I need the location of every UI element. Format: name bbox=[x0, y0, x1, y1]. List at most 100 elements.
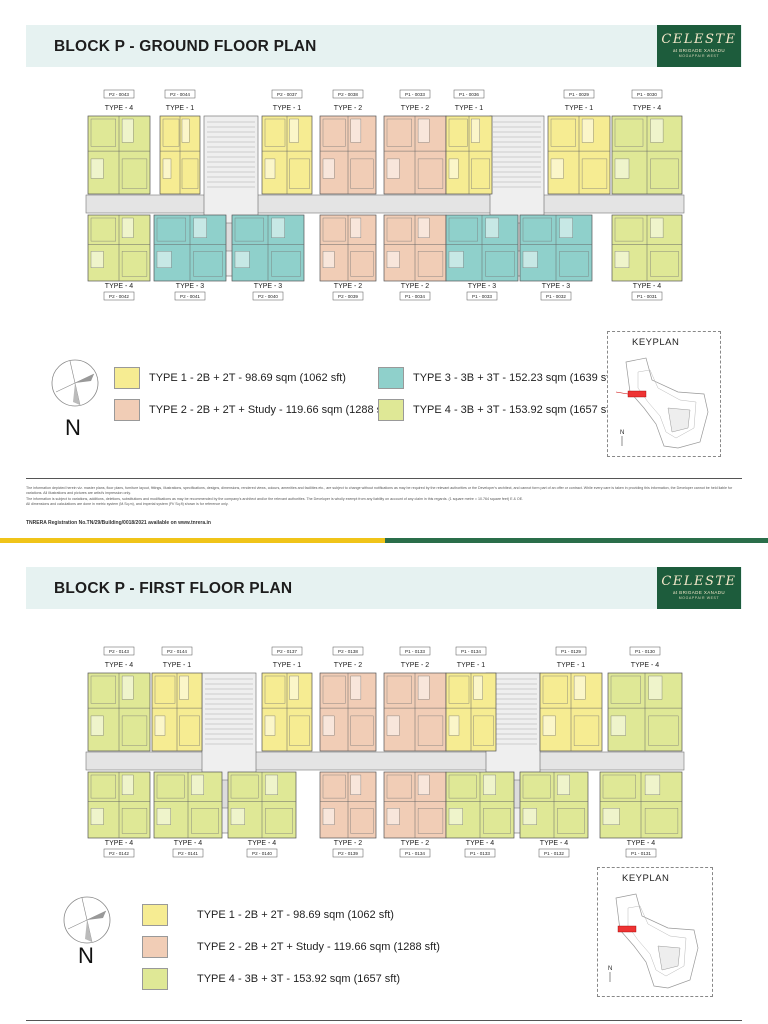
bottom-unit-1: P2 - 0042 TYPE - 4 bbox=[87, 214, 151, 301]
unit-id: P2 - 0037 bbox=[277, 92, 297, 97]
unit-id-box bbox=[246, 848, 278, 858]
legend-label: TYPE 3 - 3B + 3T - 152.23 sqm (1639 sft) bbox=[413, 372, 617, 384]
unit-id: P1 - 0132 bbox=[544, 851, 564, 856]
logo-tagline: MOGAPPAIR WEST bbox=[678, 54, 720, 58]
unit-id-box bbox=[399, 646, 431, 656]
unit-id: P1 - 0129 bbox=[561, 649, 581, 654]
disclaimer-line: The information is subject to variations… bbox=[26, 496, 524, 501]
logo-tagline: MOGAPPAIR WEST bbox=[678, 596, 720, 600]
legend-type1: TYPE 1 - 2B + 2T - 98.69 sqm (1062 sft) bbox=[114, 367, 346, 389]
unit-id-box bbox=[174, 291, 206, 301]
unit-type-label: TYPE - 2 bbox=[334, 283, 363, 290]
unit-id: P1 - 0029 bbox=[569, 92, 589, 97]
legend-swatch bbox=[142, 936, 168, 958]
header-band bbox=[26, 567, 742, 609]
unit-type-label: TYPE - 4 bbox=[627, 840, 656, 847]
unit-type-label: TYPE - 1 bbox=[565, 105, 594, 112]
keyplan-map: N bbox=[608, 893, 699, 989]
legend-label: TYPE 2 - 2B + 2T + Study - 119.66 sqm (1… bbox=[149, 404, 392, 416]
corridor bbox=[85, 751, 685, 771]
unit-type-label: TYPE - 4 bbox=[105, 283, 134, 290]
unit-type-label: TYPE - 3 bbox=[468, 283, 497, 290]
disclaimer-line: The information depicted herein viz. mas… bbox=[26, 486, 733, 496]
unit-id: P1 - 0134 bbox=[461, 649, 481, 654]
unit-type-label: TYPE - 4 bbox=[105, 662, 134, 669]
legend-label: TYPE 1 - 2B + 2T - 98.69 sqm (1062 sft) bbox=[149, 372, 346, 384]
unit-id: P1 - 0134 bbox=[405, 851, 425, 856]
celeste-logo: CELESTE at BRIGADE XANADU MOGAPPAIR WEST bbox=[657, 567, 741, 609]
unit-id: P1 - 0030 bbox=[637, 92, 657, 97]
unit-type-label: TYPE - 3 bbox=[254, 283, 283, 290]
unit-id-box bbox=[332, 646, 364, 656]
unit-id-box bbox=[332, 89, 364, 99]
unit-type-label: TYPE - 2 bbox=[334, 840, 363, 847]
unit-type-label: TYPE - 3 bbox=[542, 283, 571, 290]
unit-id: P1 - 0034 bbox=[405, 294, 425, 299]
unit-type-label: TYPE - 1 bbox=[455, 105, 484, 112]
unit-id: P1 - 0032 bbox=[546, 294, 566, 299]
unit-id: P2 - 0042 bbox=[109, 294, 129, 299]
legend-swatch bbox=[378, 399, 404, 421]
unit-type-label: TYPE - 4 bbox=[631, 662, 660, 669]
disclaimer: The information depicted herein viz. mas… bbox=[26, 486, 742, 508]
unit-id: P1 - 0130 bbox=[635, 649, 655, 654]
legend-type3: TYPE 3 - 3B + 3T - 152.23 sqm (1639 sft) bbox=[378, 367, 616, 389]
unit-id-box bbox=[103, 291, 135, 301]
north-arrow bbox=[50, 358, 100, 408]
unit-id-box bbox=[631, 291, 663, 301]
unit-id-box bbox=[399, 291, 431, 301]
corridor bbox=[85, 194, 685, 214]
unit-id-box bbox=[399, 848, 431, 858]
divider bbox=[26, 1020, 742, 1021]
disclaimer-line: All dimensions and calculations are done… bbox=[26, 502, 229, 507]
legend-label: TYPE 2 - 2B + 2T + Study - 119.66 sqm (1… bbox=[197, 941, 440, 953]
legend-type2: TYPE 2 - 2B + 2T + Study - 119.66 sqm (1… bbox=[114, 399, 392, 421]
unit-type-label: TYPE - 2 bbox=[401, 283, 430, 290]
ground-floor-page: BLOCK P - GROUND FLOOR PLAN CELESTE at B… bbox=[26, 25, 742, 526]
unit-id: P2 - 0141 bbox=[178, 851, 198, 856]
celeste-logo: CELESTE at BRIGADE XANADU MOGAPPAIR WEST bbox=[657, 25, 741, 67]
unit-id-box bbox=[164, 89, 196, 99]
unit-id-box bbox=[538, 848, 570, 858]
legend-label: TYPE 1 - 2B + 2T - 98.69 sqm (1062 sft) bbox=[197, 909, 394, 921]
keyplan-highlight bbox=[627, 390, 647, 398]
unit-id-box bbox=[103, 89, 135, 99]
legend-label: TYPE 4 - 3B + 3T - 153.92 sqm (1657 sft) bbox=[413, 404, 617, 416]
unit-id: P2 - 0039 bbox=[338, 294, 358, 299]
unit-id-box bbox=[271, 89, 303, 99]
logo-subtitle: at BRIGADE XANADU bbox=[672, 590, 726, 595]
unit-id-box bbox=[466, 291, 498, 301]
unit-id-box bbox=[455, 646, 487, 656]
keyplan: KEYPLAN N bbox=[607, 331, 721, 457]
unit-id: P2 - 0137 bbox=[277, 649, 297, 654]
unit-id: P2 - 0140 bbox=[252, 851, 272, 856]
compass-icon bbox=[63, 896, 111, 944]
unit-type-label: TYPE - 1 bbox=[557, 662, 586, 669]
unit-id-box bbox=[252, 291, 284, 301]
unit-type-label: TYPE - 2 bbox=[334, 662, 363, 669]
unit-id-box bbox=[629, 646, 661, 656]
legend-swatch bbox=[114, 399, 140, 421]
legend-type4: TYPE 4 - 3B + 3T - 153.92 sqm (1657 sft) bbox=[378, 399, 616, 421]
legend-swatch bbox=[142, 904, 168, 926]
unit-id-box bbox=[399, 89, 431, 99]
